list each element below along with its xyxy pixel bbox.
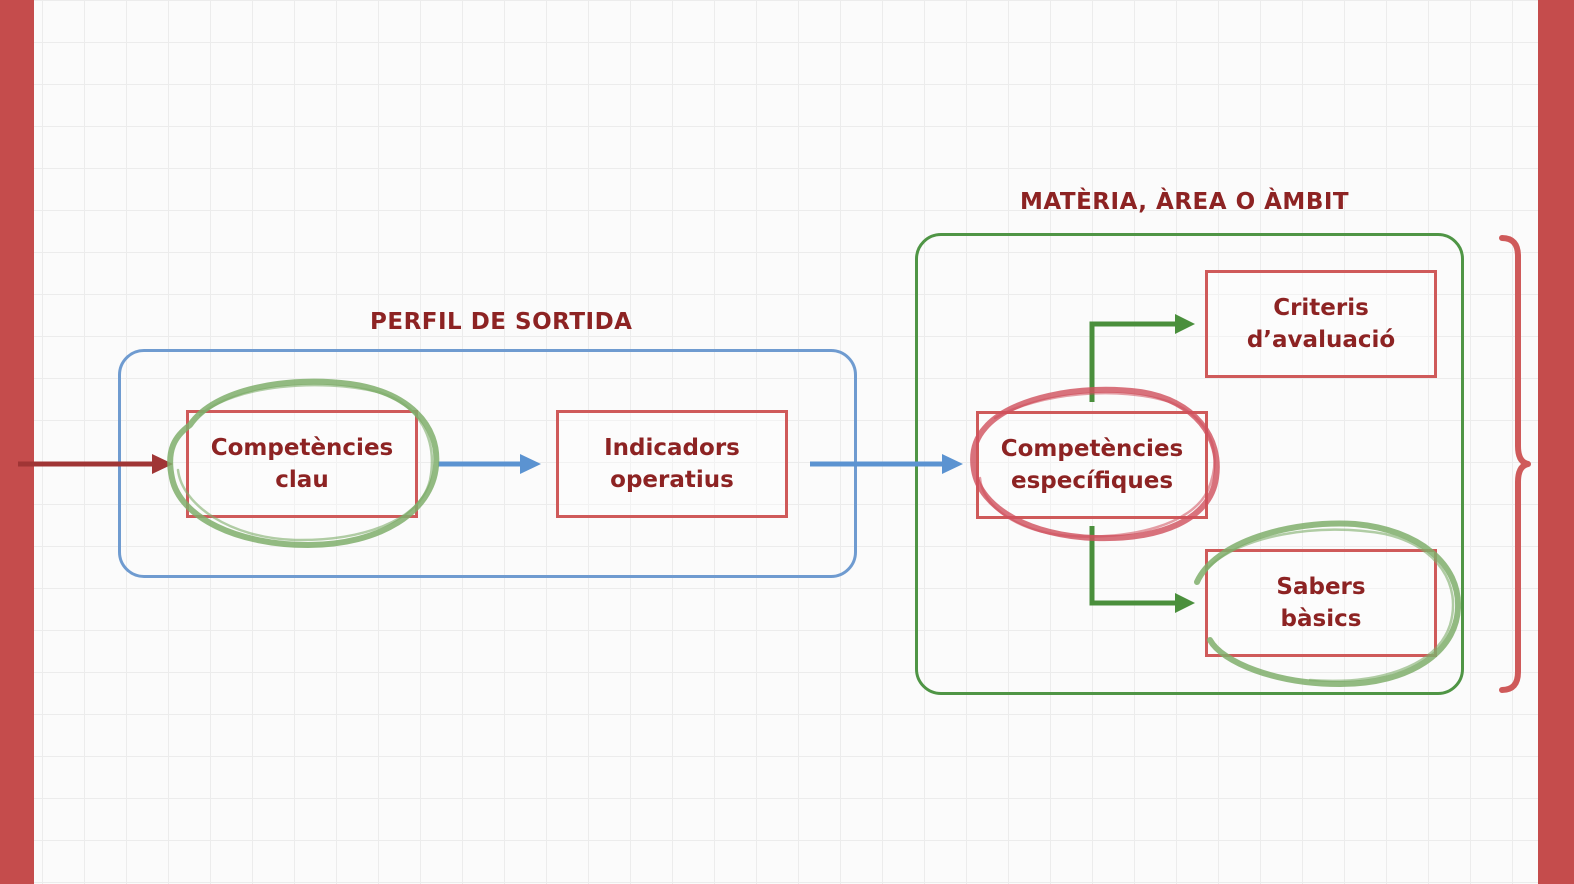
node-label-line-2: clau <box>275 467 329 493</box>
materia-area-ambit-title: MATÈRIA, ÀREA O ÀMBIT <box>1020 189 1350 215</box>
perfil-de-sortida-title: PERFIL DE SORTIDA <box>370 309 633 335</box>
right-curly-brace <box>1499 235 1531 693</box>
node-indicadors-operatius: Indicadors operatius <box>556 410 788 518</box>
node-label-line-1: Indicadors <box>604 435 740 461</box>
node-label-line-1: Competències <box>1000 436 1184 462</box>
node-label-line-2: d’avaluació <box>1246 327 1396 353</box>
node-label-line-1: Criteris <box>1273 295 1369 321</box>
node-sabers-basics: Sabers bàsics <box>1205 549 1437 657</box>
node-label-line-2: operatius <box>610 467 734 493</box>
node-label-line-1: Competències <box>210 435 394 461</box>
node-label-line-2: específiques <box>1010 468 1174 494</box>
node-criteris-avaluacio: Criteris d’avaluació <box>1205 270 1437 378</box>
node-competencies-especifiques: Competències específiques <box>976 411 1208 519</box>
right-edge-bar <box>1538 0 1574 884</box>
node-label-line-2: bàsics <box>1280 606 1362 632</box>
node-label-line-1: Sabers <box>1276 574 1366 600</box>
node-competencies-clau: Competències clau <box>186 410 418 518</box>
left-edge-bar <box>0 0 34 884</box>
